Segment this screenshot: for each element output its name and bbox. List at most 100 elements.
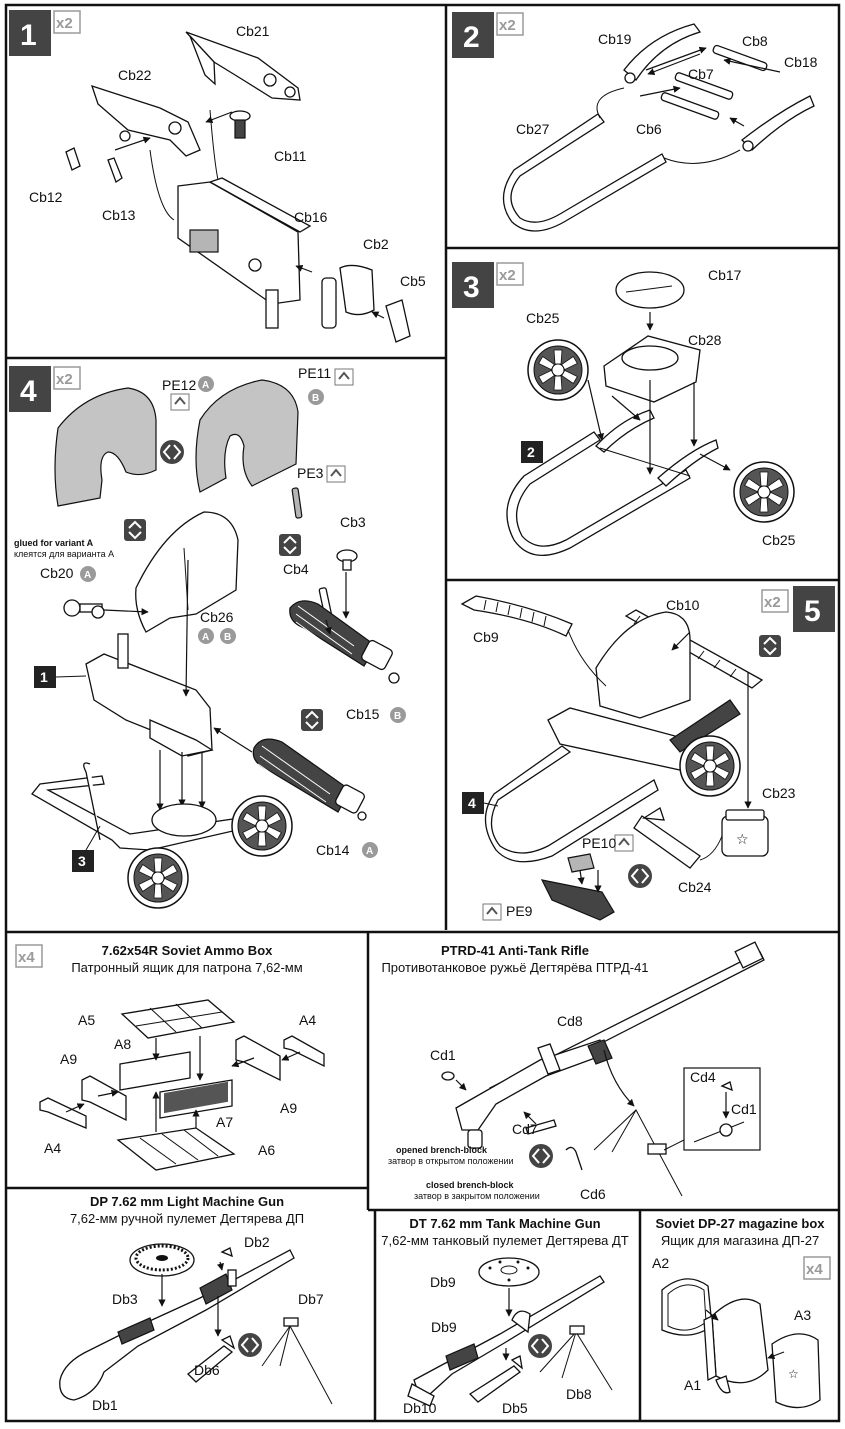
label-a2: A2 <box>652 1255 669 1271</box>
label-cb27: Cb27 <box>516 121 550 137</box>
label-cb12: Cb12 <box>29 189 63 205</box>
step-1-labels: Cb21 Cb22 Cb11 Cb12 Cb13 Cb16 Cb2 Cb5 <box>29 23 426 289</box>
label-cb25-bottom: Cb25 <box>762 532 796 548</box>
label-cd8: Cd8 <box>557 1013 583 1029</box>
dp-labels: Db2 Db3 Db7 Db6 Db1 <box>92 1234 324 1413</box>
label-cb25-top: Cb25 <box>526 310 560 326</box>
ammo-box-panel: x4 7.62x54R Soviet Ammo Box Патронный ящ… <box>15 943 325 1171</box>
label-pe11: PE11 <box>298 365 331 381</box>
note-closed-breech-ru: затвор в закрытом положении <box>414 1191 540 1201</box>
variant-a-cb20: A <box>84 570 91 581</box>
label-cb24: Cb24 <box>678 879 712 895</box>
step-1-number: 1 <box>20 19 37 52</box>
label-a3: A3 <box>794 1307 811 1323</box>
label-cd1-inset: Cd1 <box>731 1101 757 1117</box>
ammo-box-multiplier: x4 <box>18 949 35 966</box>
step-3-ref-2: 2 <box>527 444 535 460</box>
step-5-number: 5 <box>804 595 821 628</box>
label-db9-top: Db9 <box>430 1274 456 1290</box>
dt-panel: DT 7.62 mm Tank Machine Gun 7,62-мм танк… <box>381 1216 629 1416</box>
label-cb21: Cb21 <box>236 23 270 39</box>
step-2-labels: Cb19 Cb8 Cb18 Cb7 Cb27 Cb6 <box>516 31 818 137</box>
label-cb11: Cb11 <box>274 148 307 164</box>
dp27-drawing: ☆ <box>661 1278 821 1409</box>
label-cb6: Cb6 <box>636 121 662 137</box>
step-4-panel: 4 x2 <box>9 365 406 909</box>
step-5-ref-4: 4 <box>468 795 476 811</box>
label-a9-left: A9 <box>60 1051 77 1067</box>
step-4-labels: PE12 PE11 PE3 Cb3 Cb20 Cb26 Cb4 Cb15 Cb1… <box>14 365 380 858</box>
label-a5: A5 <box>78 1012 95 1028</box>
step-3-drawing: 2 <box>506 271 795 556</box>
dp27-multiplier: x4 <box>806 1261 823 1278</box>
dp-title: DP 7.62 mm Light Machine Gun <box>90 1194 284 1209</box>
label-cb9: Cb9 <box>473 629 499 645</box>
dt-labels: Db9 Db9 Db10 Db5 Db8 <box>403 1274 592 1416</box>
label-cb18: Cb18 <box>784 54 818 70</box>
step-1-panel: 1 x2 <box>9 10 426 343</box>
label-a9-right: A9 <box>280 1100 297 1116</box>
note-closed-breech: closed brench-block <box>426 1180 515 1190</box>
label-db2: Db2 <box>244 1234 270 1250</box>
ptrd-drawing <box>441 941 765 1197</box>
variant-b-cb15: B <box>394 711 401 722</box>
label-cd7: Cd7 <box>512 1121 538 1137</box>
label-cd6: Cd6 <box>580 1186 606 1202</box>
step-3-multiplier: x2 <box>499 267 516 284</box>
variant-b-cb26: B <box>224 632 231 643</box>
variant-a-pe12: A <box>202 380 209 391</box>
ammo-box-title: 7.62x54R Soviet Ammo Box <box>102 943 274 958</box>
label-cb19: Cb19 <box>598 31 632 47</box>
label-a7: A7 <box>216 1114 233 1130</box>
label-db9-side: Db9 <box>431 1319 457 1335</box>
step-5-multiplier: x2 <box>764 594 781 611</box>
step-4-number: 4 <box>20 375 37 408</box>
dp27-labels: A2 A3 A1 <box>652 1255 811 1393</box>
label-cb2: Cb2 <box>363 236 389 252</box>
label-a6: A6 <box>258 1142 275 1158</box>
label-cd4: Cd4 <box>690 1069 716 1085</box>
ptrd-panel: PTRD-41 Anti-Tank Rifle Противотанковое … <box>381 941 765 1202</box>
dt-subtitle: 7,62-мм танковый пулемет Дегтярева ДТ <box>381 1233 629 1248</box>
label-cb3: Cb3 <box>340 514 366 530</box>
label-cb17: Cb17 <box>708 267 742 283</box>
panel-borders <box>4 3 841 1423</box>
variant-a-cb14: A <box>366 846 373 857</box>
variant-a-cb26: A <box>202 632 209 643</box>
label-cb14: Cb14 <box>316 842 350 858</box>
step-2-number: 2 <box>463 21 480 54</box>
dt-title: DT 7.62 mm Tank Machine Gun <box>409 1216 600 1231</box>
step-2-badge: 2 x2 <box>452 12 524 58</box>
label-cb23: Cb23 <box>762 785 796 801</box>
ammo-box-drawing <box>39 999 325 1171</box>
variant-b-pe11: B <box>312 393 319 404</box>
label-a4-left: A4 <box>44 1140 61 1156</box>
step-4-multiplier: x2 <box>56 371 73 388</box>
step-5-labels: Cb9 Cb10 Cb23 PE10 Cb24 PE9 <box>473 597 796 919</box>
label-cb22: Cb22 <box>118 67 152 83</box>
dp-panel: DP 7.62 mm Light Machine Gun 7,62-мм руч… <box>59 1194 333 1413</box>
label-db6: Db6 <box>194 1362 220 1378</box>
label-db10: Db10 <box>403 1400 437 1416</box>
step-1-drawing <box>65 31 411 343</box>
label-cb16: Cb16 <box>294 209 328 225</box>
label-cb4: Cb4 <box>283 561 309 577</box>
dp-subtitle: 7,62-мм ручной пулемет Дегтярева ДП <box>70 1211 304 1226</box>
dt-drawing <box>407 1257 613 1407</box>
label-cb13: Cb13 <box>102 207 136 223</box>
label-db7: Db7 <box>298 1291 324 1307</box>
label-db3: Db3 <box>112 1291 138 1307</box>
label-cb8: Cb8 <box>742 33 768 49</box>
step-1-badge: 1 x2 <box>9 10 81 56</box>
note-glued-variant-a-ru: клеятся для варианта А <box>14 549 114 559</box>
step-4-ref-3: 3 <box>78 853 86 869</box>
ptrd-title: PTRD-41 Anti-Tank Rifle <box>441 943 589 958</box>
step-3-panel: 3 x2 2 <box>452 262 796 556</box>
label-cb10: Cb10 <box>666 597 700 613</box>
label-db8: Db8 <box>566 1386 592 1402</box>
step-3-badge: 3 x2 <box>452 262 524 308</box>
label-db1: Db1 <box>92 1397 118 1413</box>
step-4-drawing: 1 3 A B A A B B A <box>31 368 406 909</box>
label-pe9: PE9 <box>506 903 533 919</box>
label-a1: A1 <box>684 1377 701 1393</box>
